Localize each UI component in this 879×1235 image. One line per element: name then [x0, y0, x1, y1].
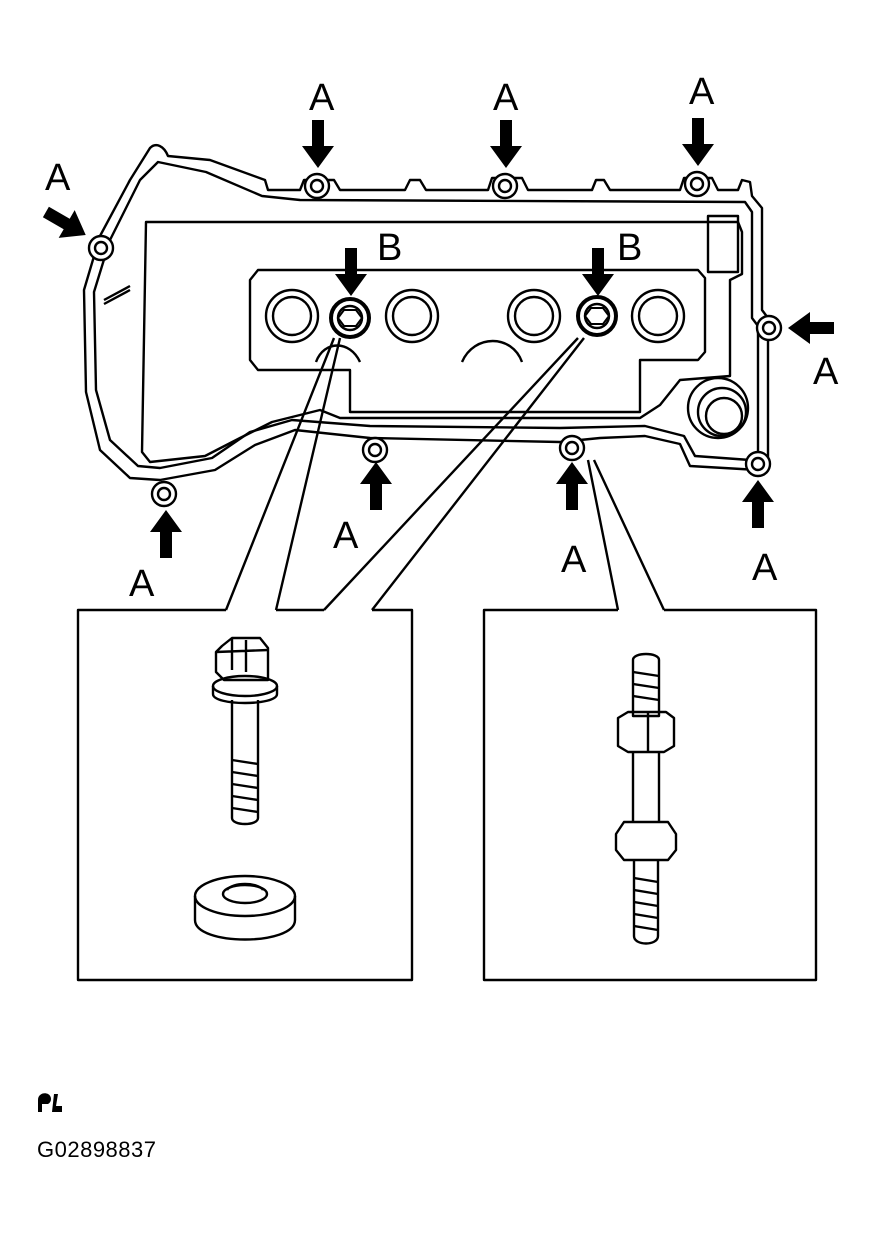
leader-line-b-left	[224, 337, 342, 611]
bolt-illustration	[211, 636, 279, 826]
bolt-b-left	[329, 297, 371, 339]
label-a-bottom-2: A	[333, 515, 359, 557]
arrow-down-b-left	[335, 248, 367, 296]
cover-inner-outline	[92, 160, 760, 470]
bolt-a-bottom-4	[744, 450, 772, 478]
label-a-top-1: A	[309, 77, 335, 119]
label-a-top-2: A	[493, 77, 519, 119]
fasteners-b	[329, 295, 618, 339]
arrow-up-a-bottom-4	[742, 480, 774, 528]
seal-washer-illustration	[193, 874, 297, 941]
figure-id: G02898837	[37, 1137, 157, 1162]
bolt-a-bottom-1	[150, 480, 178, 508]
bolt-a-top-1	[303, 172, 331, 200]
label-a-bottom-3: A	[561, 539, 587, 581]
label-a-bottom-4: A	[752, 547, 778, 589]
arrow-down-a-top-1	[302, 120, 334, 168]
arrow-left-a-right	[788, 312, 834, 344]
bolt-a-top-2	[491, 172, 519, 200]
cover-outer-outline	[82, 144, 770, 482]
leader-line-a-stud	[586, 459, 666, 611]
callout-labels: A A A A A A A A A B B	[45, 71, 839, 605]
detail-box-stud	[482, 608, 818, 982]
arrow-down-a-top-2	[490, 120, 522, 168]
label-b-left: B	[377, 227, 402, 269]
detail-box-bolt	[76, 608, 414, 982]
plug-well-arches	[314, 339, 524, 363]
spark-plug-holes	[264, 288, 686, 344]
label-a-left: A	[45, 157, 71, 199]
arrow-up-a-bottom-2	[360, 462, 392, 510]
arrows	[42, 118, 834, 558]
stud-a-bottom-3	[558, 434, 586, 462]
arrow-a-left	[42, 206, 86, 238]
cover-rib	[103, 284, 131, 306]
label-a-top-3: A	[689, 71, 715, 113]
arrow-down-a-top-3	[682, 118, 714, 166]
bolt-a-bottom-2	[361, 436, 389, 464]
arrow-down-b-right	[582, 248, 614, 296]
arrow-up-a-bottom-3	[556, 462, 588, 510]
plug-recess	[248, 268, 707, 414]
label-a-bottom-1: A	[129, 563, 155, 605]
stud-illustration	[614, 652, 678, 945]
leader-line-b-right	[323, 337, 585, 611]
oil-filler-cap	[686, 376, 750, 440]
label-b-right: B	[617, 227, 642, 269]
bolt-b-right	[576, 295, 618, 337]
mitchell-logo-icon	[36, 1090, 64, 1119]
label-a-right: A	[813, 351, 839, 393]
oil-separator	[706, 214, 740, 274]
arrow-up-a-bottom-1	[150, 510, 182, 558]
cover-raised-area	[140, 220, 744, 464]
bolt-a-right	[755, 314, 783, 342]
bolt-a-left	[87, 234, 115, 262]
fasteners-a	[87, 170, 783, 508]
bolt-a-top-3	[683, 170, 711, 198]
